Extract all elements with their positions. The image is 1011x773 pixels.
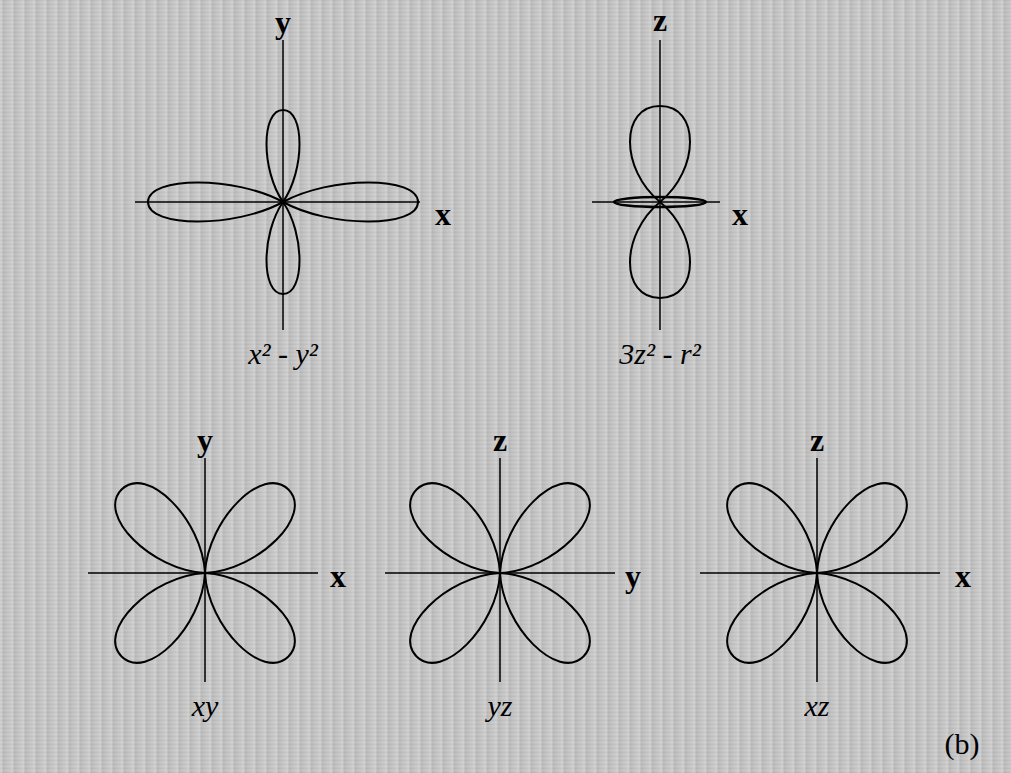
axis-label: x [330, 560, 346, 592]
axis-label: y [625, 560, 641, 592]
axis-label: x [955, 560, 971, 592]
axis-label: z [810, 424, 824, 456]
axis-label: y [197, 424, 213, 456]
axis-label: z [653, 4, 667, 36]
dx2y2-orbital [135, 40, 420, 330]
orbital-caption: xz [805, 691, 830, 721]
axis-label: x [732, 198, 748, 230]
orbital-caption: x² - y² [248, 339, 318, 369]
axis-label: z [493, 424, 507, 456]
dxz-orbital [700, 458, 940, 682]
orbital-caption: 3z² - r² [619, 339, 700, 369]
axis-label: y [275, 6, 291, 38]
dyz-orbital [385, 458, 615, 682]
orbital-caption: xy [192, 691, 219, 721]
orbital-caption: yz [488, 691, 513, 721]
axis-label: x [435, 198, 451, 230]
dz2-orbital [592, 40, 720, 330]
panel-tag: (b) [945, 729, 980, 759]
dxy-orbital [88, 458, 318, 682]
